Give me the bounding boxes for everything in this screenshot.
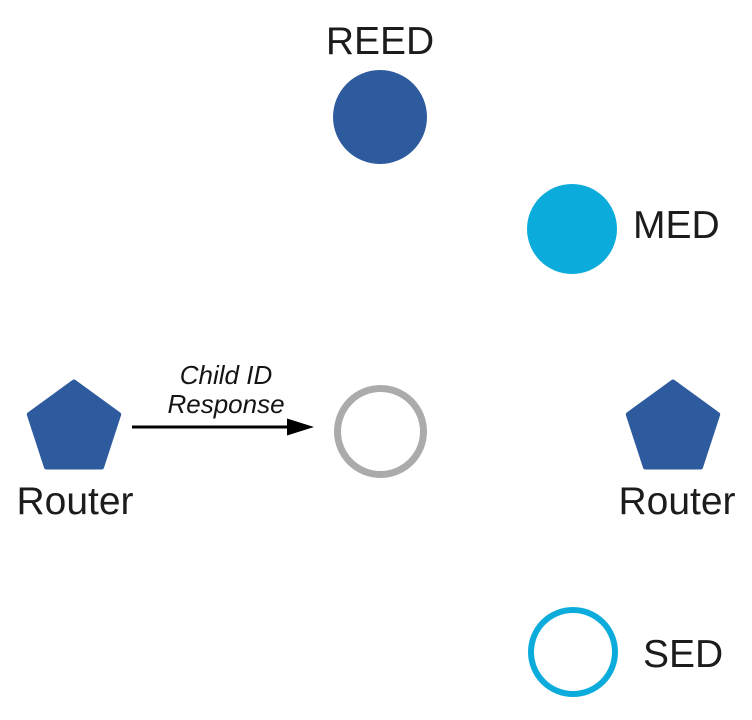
edge-label-child-id-response: Child ID Response: [126, 361, 326, 419]
sed-node-circle: [528, 607, 618, 697]
med-node-circle: [527, 184, 617, 274]
med-node-label: MED: [633, 204, 720, 247]
joiner-node-circle: [334, 385, 427, 478]
router-right-pentagon: [625, 379, 721, 470]
sed-node-label: SED: [643, 633, 724, 676]
reed-node-label: REED: [325, 20, 435, 63]
reed-node-circle: [333, 70, 427, 164]
router-left-label: Router: [16, 480, 134, 523]
router-right-label: Router: [618, 480, 736, 523]
child-id-response-arrow: [132, 418, 314, 436]
router-left-pentagon: [26, 379, 122, 470]
edge-label-line1: Child ID: [179, 360, 273, 390]
edge-label-line2: Response: [167, 389, 285, 419]
